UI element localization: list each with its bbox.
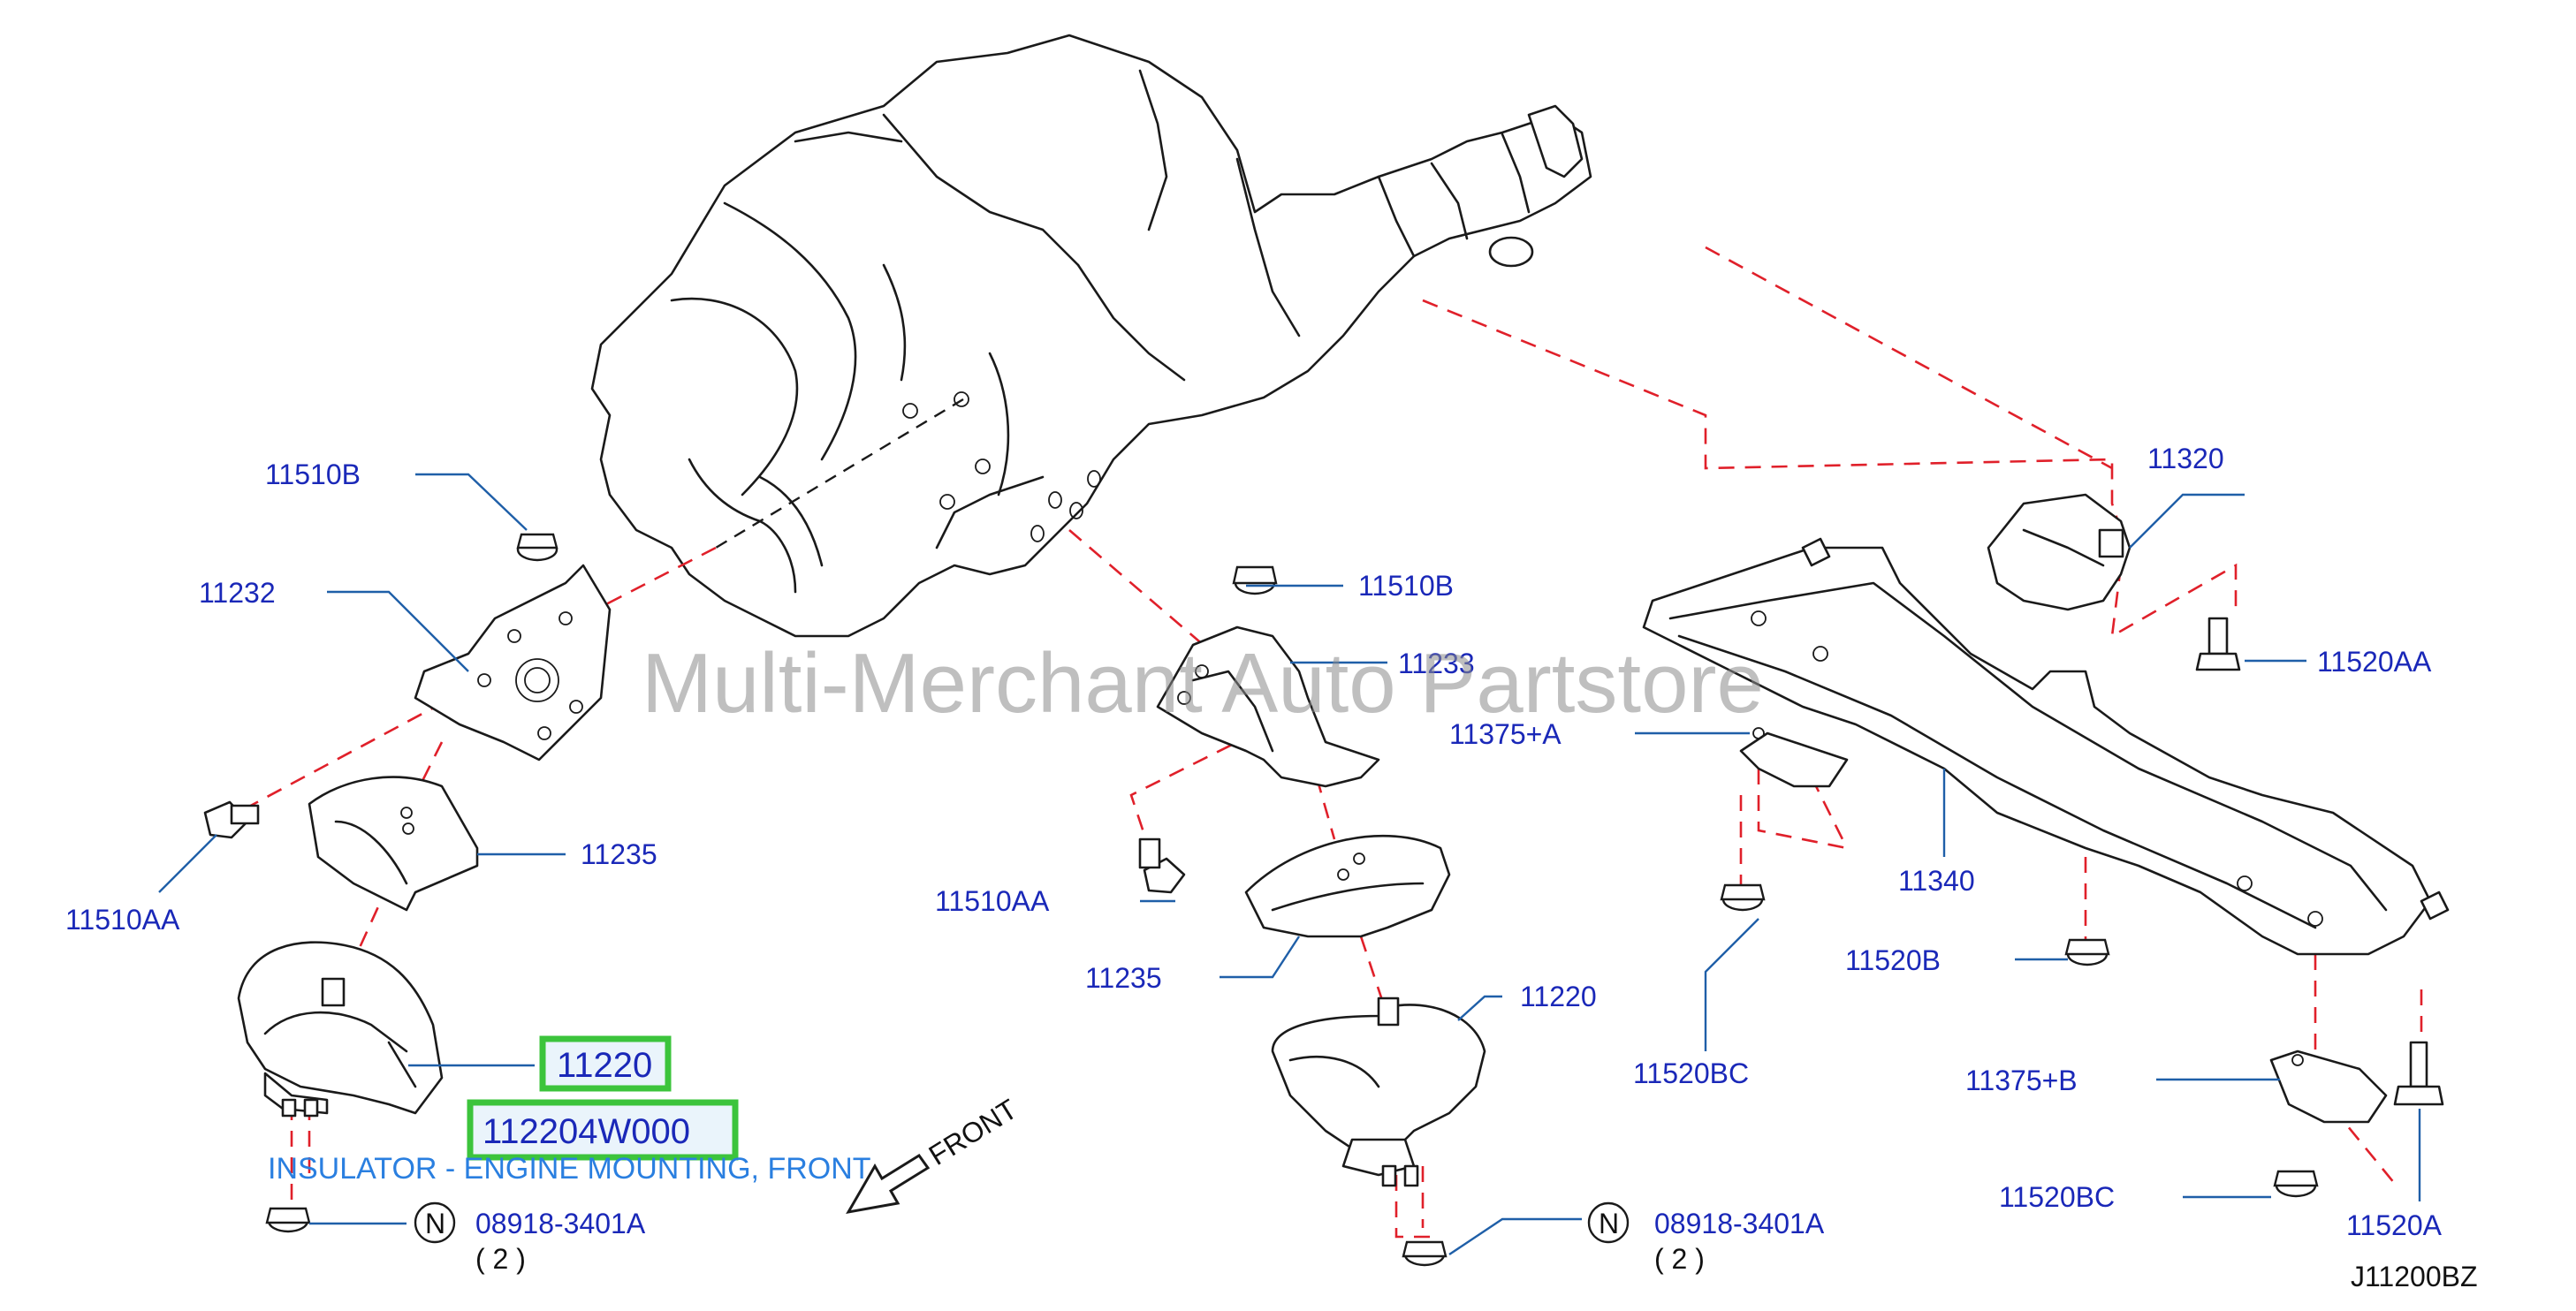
label-11220-mid[interactable]: 11220 xyxy=(1520,981,1597,1012)
part-ref-highlight-box xyxy=(539,1035,672,1092)
n-symbol-icon xyxy=(414,1201,456,1244)
bracket-11375-b xyxy=(2269,1050,2388,1124)
label-11320[interactable]: 11320 xyxy=(2147,443,2224,474)
bracket-11233 xyxy=(1156,625,1380,788)
middle-mount-stack xyxy=(1138,565,1486,1267)
watermark: Multi-Merchant Auto Partstore xyxy=(642,636,1764,731)
bolt-11510aa-left xyxy=(203,800,260,839)
label-11510aa-left[interactable]: 11510AA xyxy=(65,904,180,936)
front-label: FRONT xyxy=(923,1093,1023,1171)
part-number-highlight-box xyxy=(467,1099,739,1161)
bracket-11232 xyxy=(414,564,612,762)
callout-labels: 11510B 11232 11235 11510AA 11510B 11233 … xyxy=(65,443,2443,1275)
front-direction-indicator: FRONT xyxy=(846,1093,1023,1215)
leader-lines xyxy=(158,473,2421,1255)
insulator-11220-mid xyxy=(1271,997,1486,1187)
label-11510aa-mid[interactable]: 11510AA xyxy=(935,885,1050,917)
nut-11520bc-left xyxy=(1720,883,1766,912)
highlighted-part-ref[interactable]: 11220 xyxy=(557,1046,652,1085)
heat-shield-11235-mid xyxy=(1244,834,1451,938)
label-11520bc-left[interactable]: 11520BC xyxy=(1633,1057,1749,1089)
nut-11520bc-right xyxy=(2273,1170,2319,1198)
label-11235-left[interactable]: 11235 xyxy=(581,838,657,870)
n-symbol-text: N xyxy=(425,1208,445,1239)
nut-callout-mid[interactable]: N 08918-3401A ( 2 ) xyxy=(1587,1201,1825,1275)
label-11233[interactable]: 11233 xyxy=(1398,648,1475,679)
bolt-11510aa-mid xyxy=(1138,837,1186,894)
qty-08918-mid: ( 2 ) xyxy=(1654,1243,1705,1275)
nut-11520b xyxy=(2064,938,2110,966)
label-08918-mid[interactable]: 08918-3401A xyxy=(1654,1208,1825,1239)
n-symbol-icon xyxy=(1587,1201,1630,1244)
label-11340[interactable]: 11340 xyxy=(1898,865,1975,897)
label-11520bc-right[interactable]: 11520BC xyxy=(1999,1181,2115,1213)
label-11375b[interactable]: 11375+B xyxy=(1965,1065,2078,1096)
part-description: INSULATOR - ENGINE MOUNTING, FRONT xyxy=(268,1152,871,1186)
rear-insulator-11320 xyxy=(1987,493,2131,611)
heat-shield-11235-left xyxy=(308,776,479,912)
bolt-11520aa xyxy=(2195,617,2241,671)
bolt-11520a xyxy=(2393,1041,2444,1106)
highlighted-part[interactable]: 11220 112204W000 INSULATOR - ENGINE MOUN… xyxy=(268,1035,871,1186)
highlighted-part-number[interactable]: 112204W000 xyxy=(483,1112,690,1151)
nut-08918-mid xyxy=(1402,1240,1448,1267)
label-11520b[interactable]: 11520B xyxy=(1845,944,1941,976)
label-11510b-mid[interactable]: 11510B xyxy=(1358,570,1454,602)
engine-transmission-assembly xyxy=(590,34,1592,638)
bracket-11375-a xyxy=(1739,727,1849,788)
label-11520a[interactable]: 11520A xyxy=(2346,1209,2443,1241)
flange-nut-11510b-mid xyxy=(1232,565,1278,595)
n-symbol-text: N xyxy=(1599,1208,1619,1239)
label-11232[interactable]: 11232 xyxy=(199,577,276,609)
label-11520aa[interactable]: 11520AA xyxy=(2317,646,2432,678)
nut-callout-left[interactable]: N 08918-3401A ( 2 ) xyxy=(414,1201,646,1275)
flange-nut-11510b-left xyxy=(516,533,559,562)
crossmember-assembly xyxy=(1642,493,2450,1198)
front-arrow-icon xyxy=(846,1153,931,1215)
label-11375a[interactable]: 11375+A xyxy=(1449,718,1562,750)
qty-08918-left: ( 2 ) xyxy=(475,1243,526,1275)
left-mount-stack xyxy=(203,533,612,1233)
label-08918-left[interactable]: 08918-3401A xyxy=(475,1208,646,1239)
nut-08918-left xyxy=(265,1207,311,1233)
diagram-code: J11200BZ xyxy=(2351,1261,2478,1292)
label-11510b-left[interactable]: 11510B xyxy=(265,458,361,490)
insulator-11220-left xyxy=(237,941,444,1118)
label-11235-mid[interactable]: 11235 xyxy=(1085,962,1162,994)
